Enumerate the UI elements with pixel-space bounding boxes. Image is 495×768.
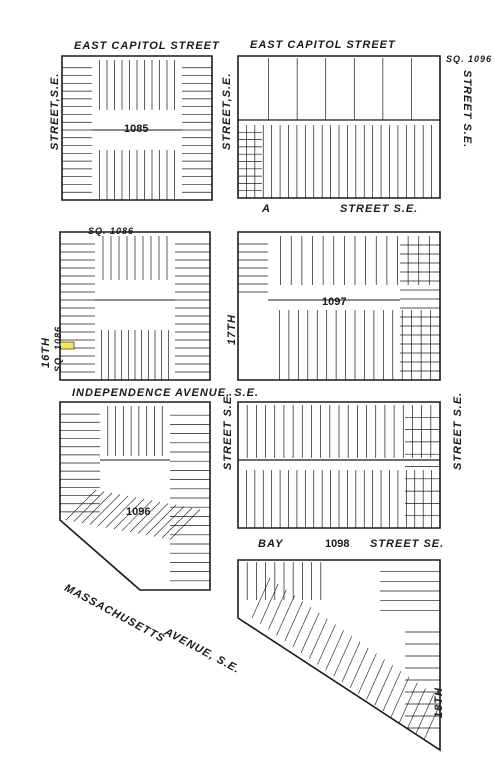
square-label-1086-left: SQ. 1086 — [53, 325, 63, 372]
lot-line — [407, 688, 426, 729]
lot-line — [145, 504, 177, 536]
street-label-se-mid: STREET,S.E. — [221, 72, 233, 150]
lot-line — [374, 665, 394, 706]
square-number-1098: 1098 — [325, 538, 350, 550]
lot-line — [398, 682, 418, 723]
lot-line — [415, 694, 434, 735]
lot-line — [105, 497, 137, 528]
street-label-se-right-top: STREET S.E. — [461, 70, 473, 149]
lot-line — [390, 676, 410, 718]
lot-line — [268, 589, 287, 630]
lot-line — [113, 498, 145, 530]
street-label-se-mid-lower: STREET S.E. — [222, 391, 234, 470]
block-square-1085 — [61, 55, 213, 201]
block-square-1098 — [237, 559, 441, 752]
lot-line — [358, 653, 377, 694]
block-square-1097 — [237, 231, 441, 381]
square-number-1085: 1085 — [124, 123, 149, 135]
block-square-1096-lower — [59, 401, 211, 591]
block-square-1086 — [59, 231, 211, 381]
street-label-independence: INDEPENDENCE AVENUE, S.E. — [72, 387, 259, 399]
lot-line — [73, 491, 105, 522]
street-label-16th: 16TH — [40, 337, 52, 368]
lot-line — [349, 647, 369, 688]
street-label-se-right-lower: STREET S.E. — [452, 391, 464, 470]
street-label-east-capitol-right: EAST CAPITOL STREET — [250, 39, 396, 51]
lot-line — [300, 612, 320, 654]
block-square-east-capitol — [237, 55, 441, 199]
lot-line — [333, 636, 353, 677]
lot-line — [366, 659, 385, 700]
square-number-1096: 1096 — [126, 506, 151, 518]
street-label-18th: 18TH — [433, 687, 445, 718]
lot-line — [161, 507, 193, 539]
lot-line — [89, 494, 121, 525]
lot-line — [129, 501, 161, 533]
street-label-a-street: STREET S.E. — [340, 203, 419, 215]
lot-line — [276, 595, 295, 636]
square-label-1086: SQ. 1086 — [88, 226, 135, 236]
lot-line — [153, 506, 185, 537]
lot-line — [259, 583, 279, 624]
lot-line — [81, 492, 113, 524]
lot-line — [423, 700, 443, 741]
street-label-17th: 17TH — [226, 314, 238, 345]
lot-line — [308, 618, 328, 659]
lot-line — [169, 509, 201, 540]
highlighted-parcel — [59, 341, 75, 350]
lot-line — [325, 630, 344, 671]
lot-line — [292, 606, 312, 648]
lot-line — [65, 489, 97, 521]
street-label-bay: BAY — [258, 538, 284, 550]
lot-line — [341, 641, 361, 683]
lot-line — [97, 495, 129, 527]
lot-line — [317, 624, 336, 665]
lot-line — [137, 503, 169, 534]
street-label-east-capitol-left: EAST CAPITOL STREET — [74, 40, 220, 52]
lot-line — [121, 500, 153, 531]
street-label-se-left: STREET,S.E. — [49, 72, 61, 150]
street-label-bay-street: STREET SE. — [370, 538, 445, 550]
square-label-1096: SQ. 1096 — [446, 54, 493, 64]
square-number-1097: 1097 — [322, 296, 347, 308]
lot-line — [251, 577, 271, 619]
block-square-bay-north — [237, 401, 441, 529]
lot-line — [284, 601, 304, 642]
lot-line — [382, 670, 402, 712]
street-label-a: A — [262, 203, 271, 215]
